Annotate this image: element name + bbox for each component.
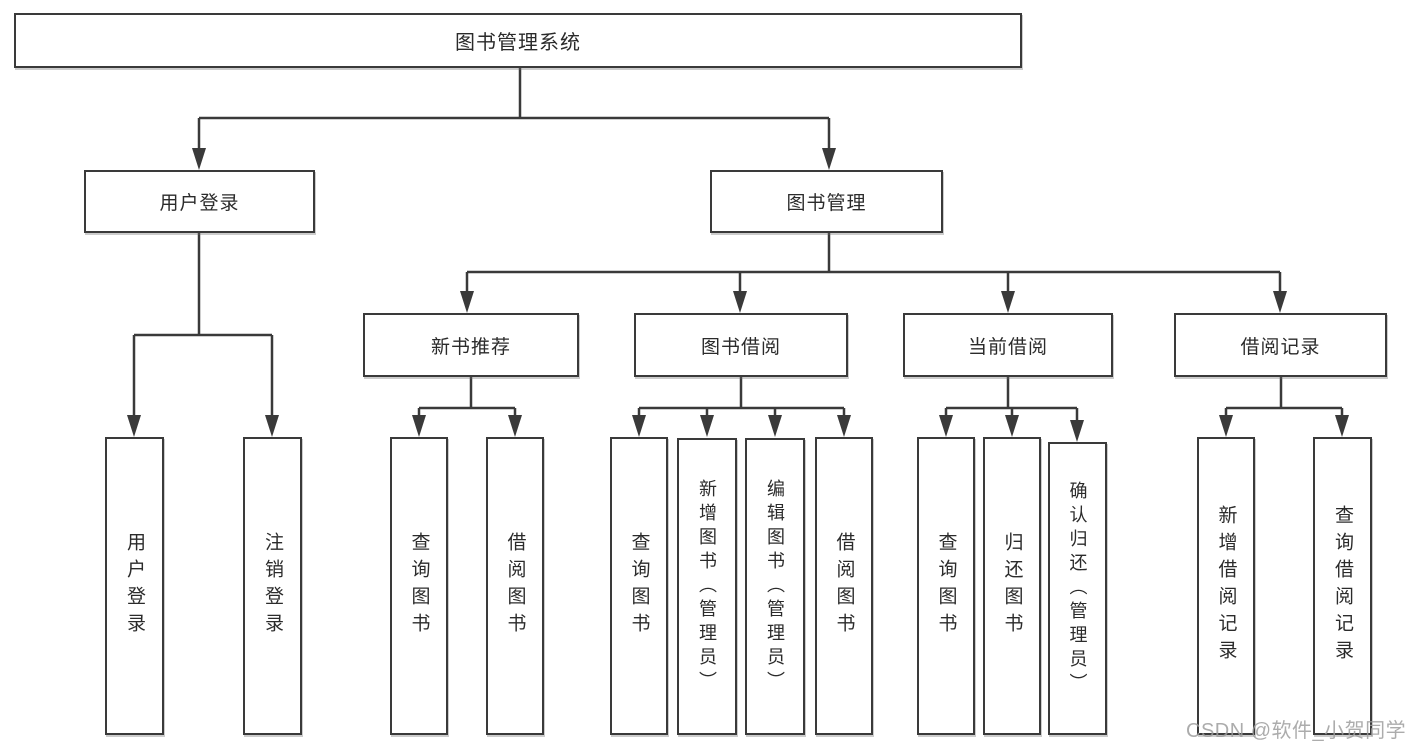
- node-user-login: 用户登录: [84, 170, 315, 233]
- node-leaf-query-book-2: 查询图书: [610, 437, 668, 735]
- node-leaf-borrow-book-2: 借阅图书: [815, 437, 873, 735]
- node-leaf-label: 注销登录: [262, 532, 283, 640]
- node-leaf-label: 查询借阅记录: [1332, 505, 1353, 667]
- node-leaf-borrow-book-1: 借阅图书: [486, 437, 544, 735]
- node-leaf-add-borrow-record: 新增借阅记录: [1197, 437, 1255, 735]
- node-leaf-label: 新增图书（管理员）: [697, 478, 717, 695]
- node-new-book-recommend: 新书推荐: [363, 313, 579, 377]
- node-system-root: 图书管理系统: [14, 13, 1022, 68]
- node-leaf-query-borrow-record: 查询借阅记录: [1313, 437, 1372, 735]
- node-leaf-label: 借阅图书: [504, 532, 526, 640]
- node-leaf-label: 用户登录: [124, 532, 145, 640]
- node-leaf-label: 查询图书: [408, 532, 430, 640]
- node-leaf-label: 查询图书: [935, 532, 957, 640]
- node-current-borrow: 当前借阅: [903, 313, 1113, 377]
- node-leaf-query-book-1: 查询图书: [390, 437, 448, 735]
- node-leaf-label: 归还图书: [1001, 532, 1023, 640]
- arrowhead-icons: [127, 148, 1349, 442]
- node-leaf-confirm-return-admin: 确认归还（管理员）: [1048, 442, 1107, 735]
- node-leaf-user-login: 用户登录: [105, 437, 164, 735]
- node-leaf-add-book-admin: 新增图书（管理员）: [677, 438, 737, 735]
- node-leaf-edit-book-admin: 编辑图书（管理员）: [745, 438, 805, 735]
- node-leaf-query-book-3: 查询图书: [917, 437, 975, 735]
- node-borrow-record: 借阅记录: [1174, 313, 1387, 377]
- node-leaf-return-book: 归还图书: [983, 437, 1041, 735]
- csdn-watermark: CSDN @软件_小贺同学: [1186, 720, 1405, 742]
- node-leaf-label: 新增借阅记录: [1215, 505, 1237, 667]
- node-leaf-label: 编辑图书（管理员）: [765, 478, 785, 695]
- node-leaf-label: 查询图书: [628, 532, 650, 640]
- node-leaf-label: 确认归还（管理员）: [1067, 480, 1088, 697]
- node-book-borrow: 图书借阅: [634, 313, 848, 377]
- node-leaf-logout: 注销登录: [243, 437, 302, 735]
- connector-stems: [132, 68, 1344, 420]
- node-book-management: 图书管理: [710, 170, 943, 233]
- node-leaf-label: 借阅图书: [833, 532, 855, 640]
